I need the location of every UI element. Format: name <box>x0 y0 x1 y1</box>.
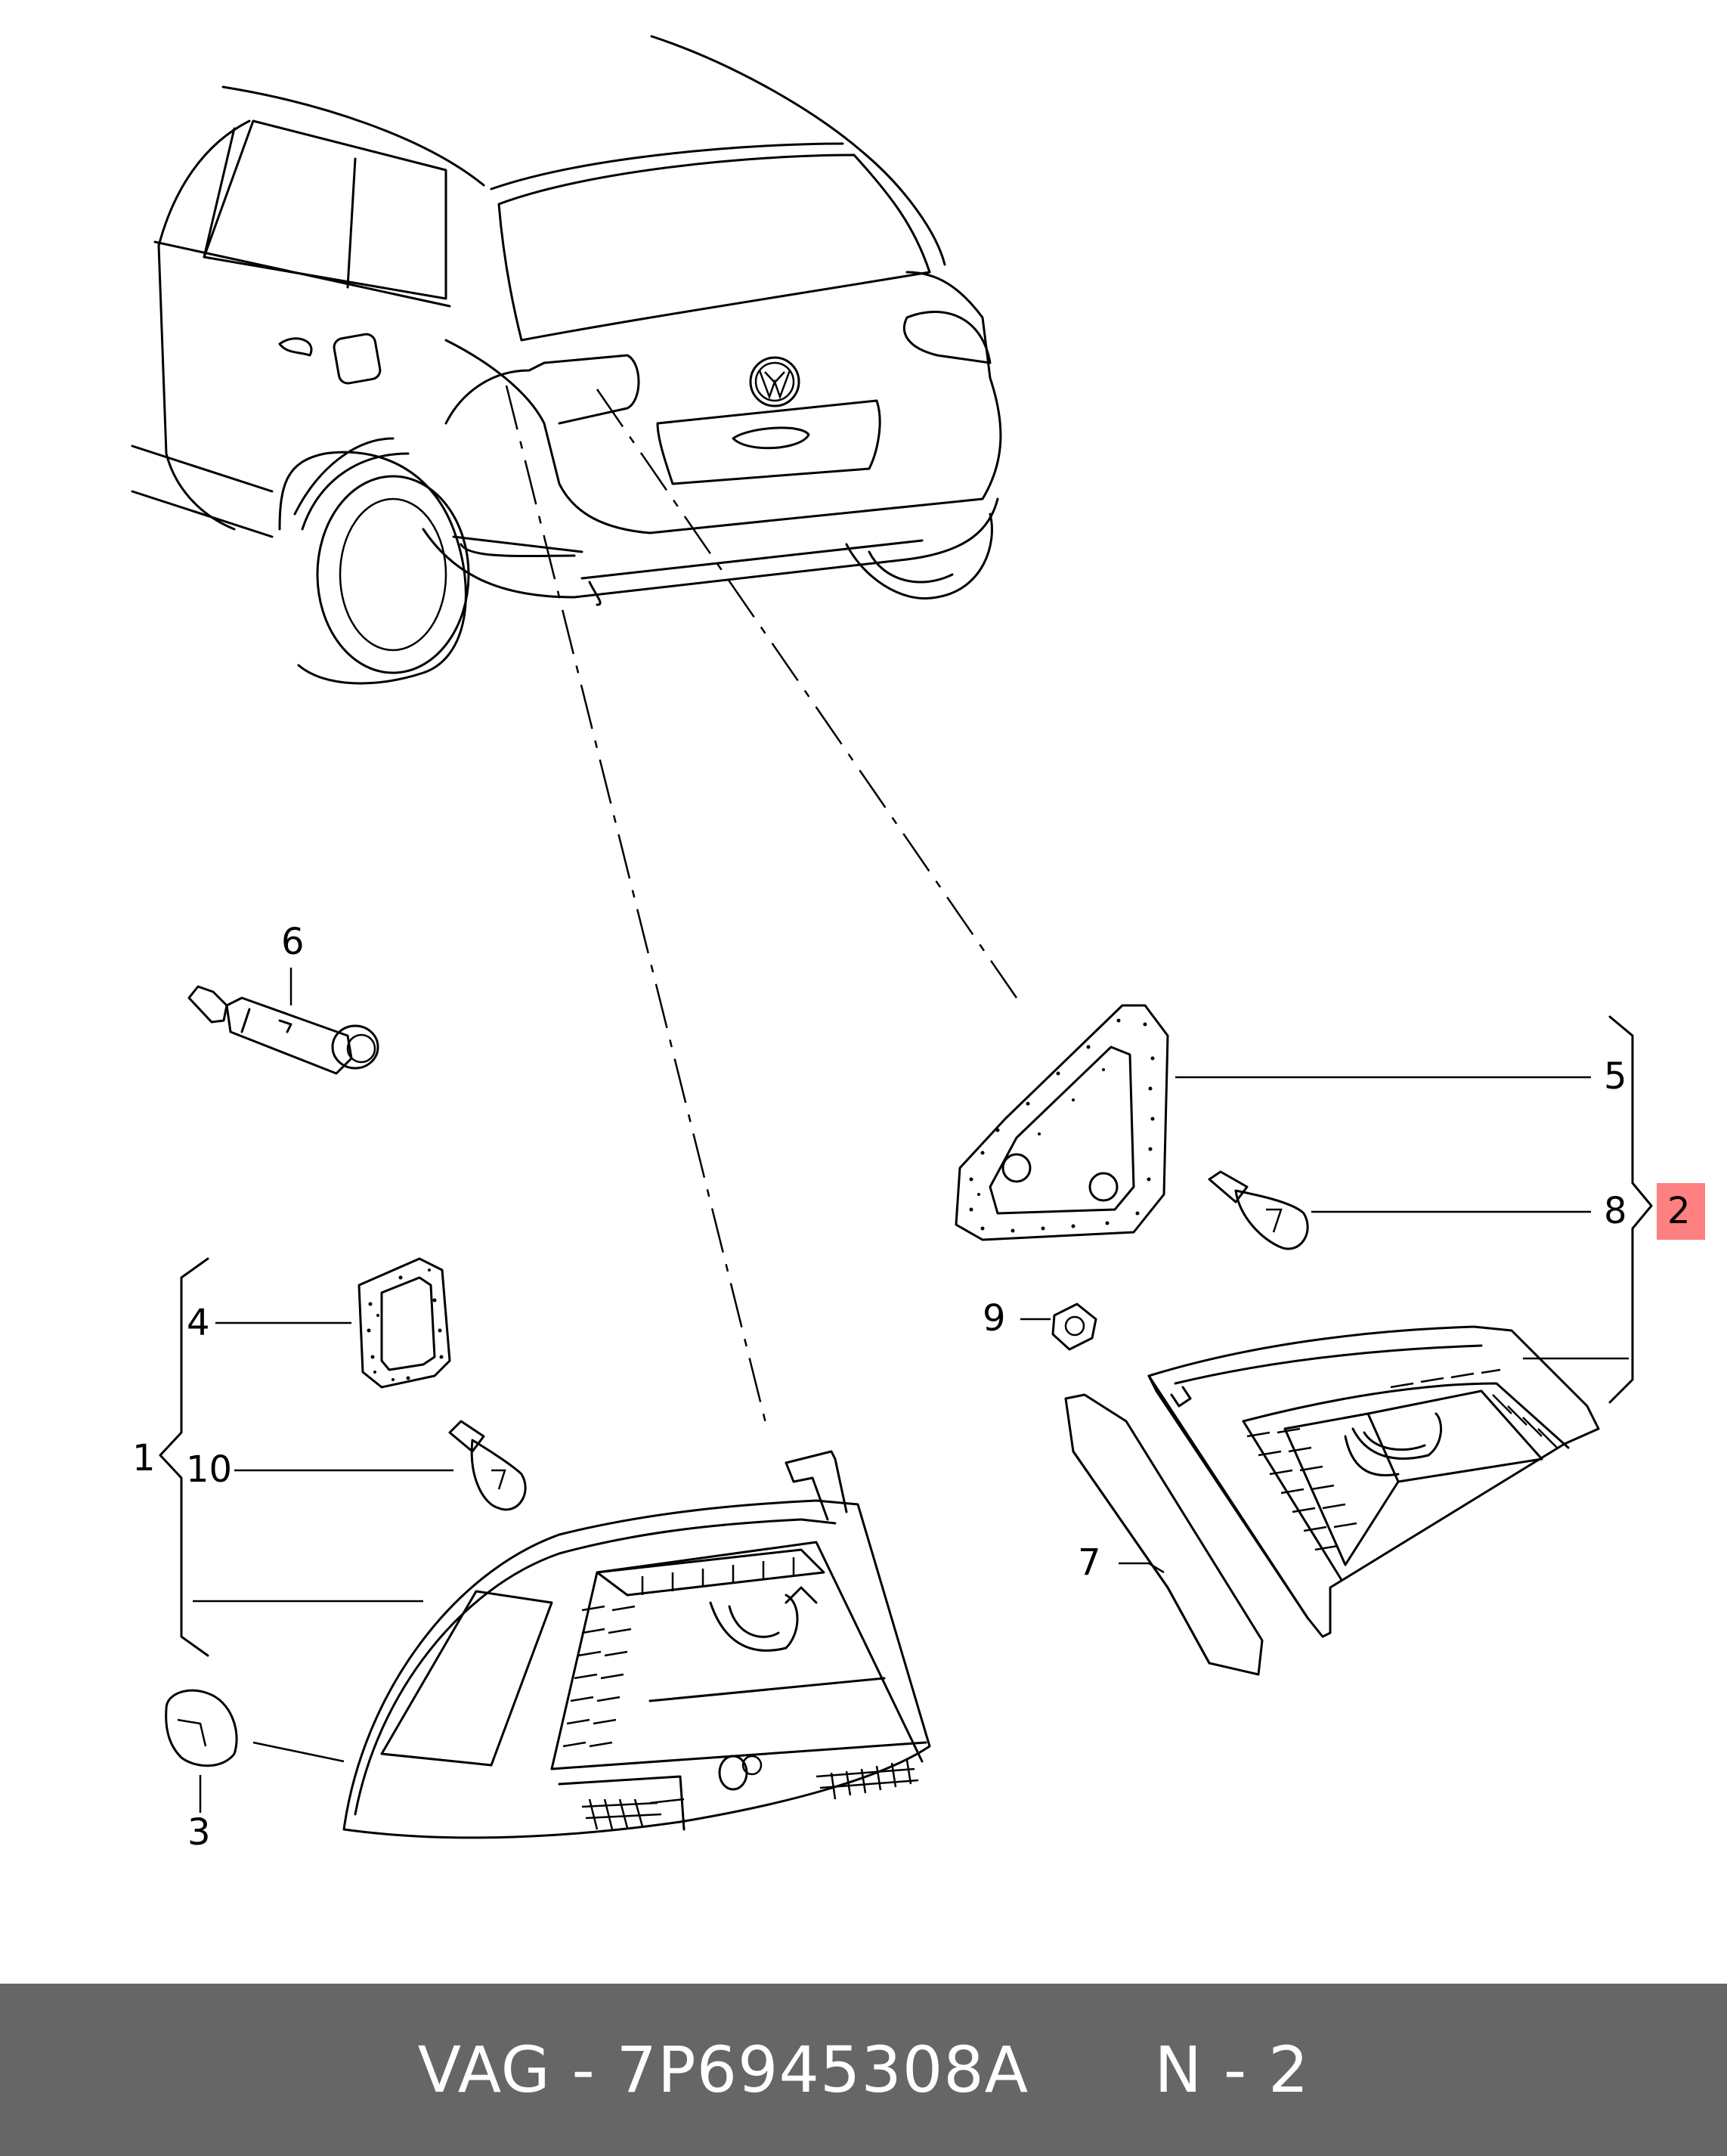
small-gasket-part <box>357 1257 451 1389</box>
part-number-footer: VAG - 7P6945308A N - 2 <box>0 1984 1727 2156</box>
callout-2[interactable]: 2 <box>1667 1190 1691 1232</box>
callout-9[interactable]: 9 <box>983 1297 1006 1340</box>
highlight-box-2 <box>1657 1183 1705 1240</box>
bulb-part-10 <box>448 1420 527 1511</box>
footer-separator: - <box>550 2033 617 2107</box>
group-bracket-2 <box>1608 1015 1653 1404</box>
callout-leader-lines <box>193 968 1629 1813</box>
vehicle-outline <box>131 35 1002 685</box>
group-bracket-1 <box>159 1257 209 1657</box>
nut-part <box>1051 1303 1097 1351</box>
footer-position-label: N - 2 <box>1154 2033 1310 2107</box>
trim-strip-part <box>1064 1393 1264 1676</box>
inner-tail-lamp-part <box>1147 1325 1600 1638</box>
callout-4[interactable]: 4 <box>187 1302 210 1344</box>
bulb-holder-part <box>187 985 379 1075</box>
leader-line-inner-lamp <box>596 389 1018 999</box>
callout-7[interactable]: 7 <box>1078 1541 1101 1584</box>
parts-diagram: 1 2 3 4 5 6 7 8 9 10 <box>131 35 1705 1854</box>
callout-1[interactable]: 1 <box>132 1437 156 1479</box>
footer-part-number: 7P6945308A <box>616 2033 1029 2107</box>
leader-line-outer-lamp <box>505 385 769 1430</box>
callout-10[interactable]: 10 <box>186 1448 232 1491</box>
callout-8[interactable]: 8 <box>1604 1190 1627 1232</box>
bulb-part-8 <box>1208 1170 1309 1250</box>
callout-5[interactable]: 5 <box>1604 1055 1627 1098</box>
cap-part <box>165 1689 238 1767</box>
callout-3[interactable]: 3 <box>187 1811 211 1854</box>
outer-tail-lamp-part <box>342 1450 931 1839</box>
footer-label: VAG - 7P6945308A N - 2 <box>418 2033 1310 2107</box>
footer-brand: VAG <box>417 2033 551 2107</box>
large-gasket-part <box>955 1004 1169 1241</box>
callout-6[interactable]: 6 <box>281 921 305 963</box>
